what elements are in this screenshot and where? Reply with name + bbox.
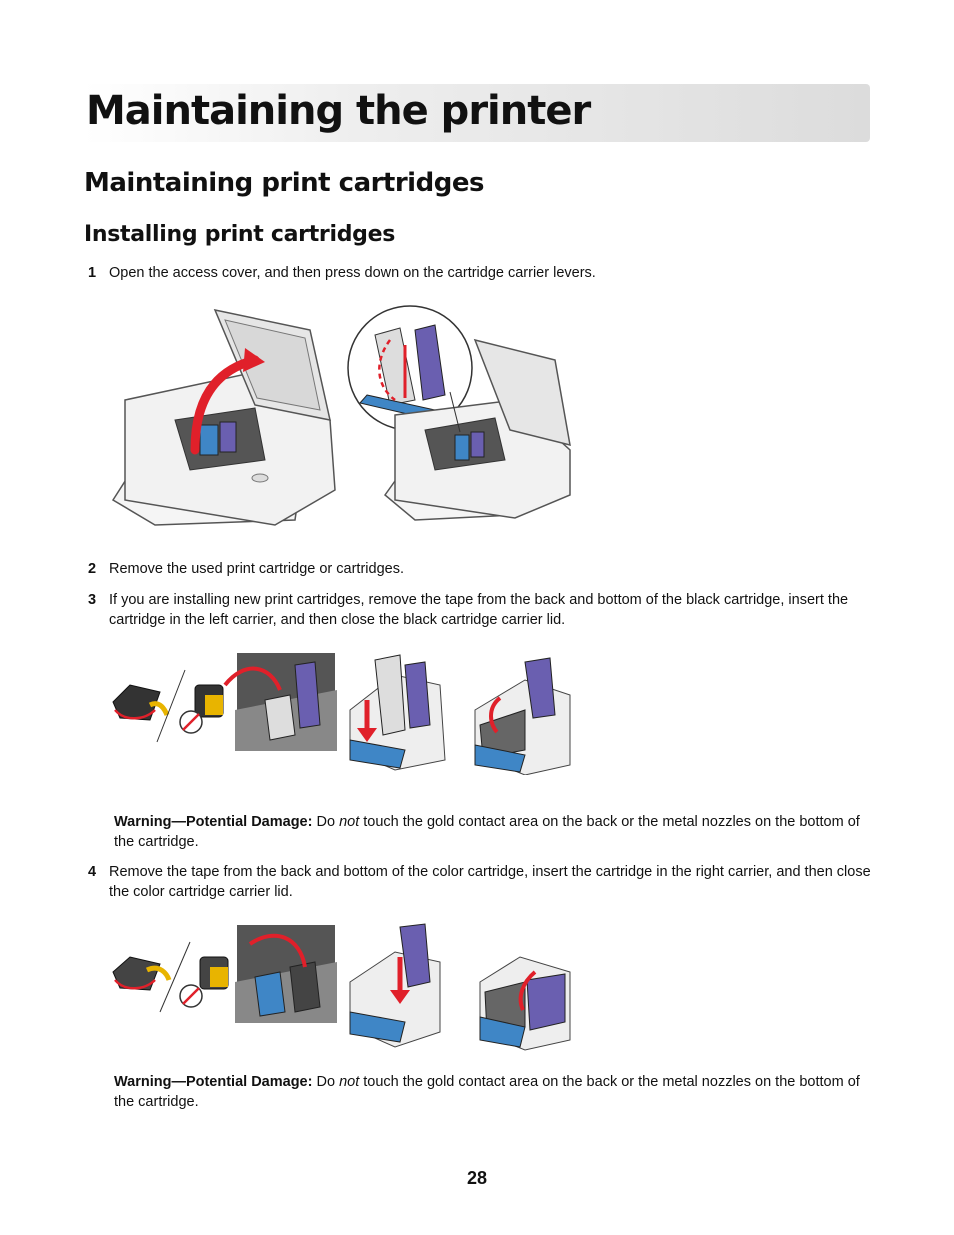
warning-text-post: touch the gold contact area on the back …: [114, 1074, 860, 1110]
warning-note-1: Warning—Potential Damage: Do not touch t…: [114, 812, 864, 852]
arrow-head-icon: [243, 348, 265, 372]
color-cartridge-in-carrier-illustration: [349, 923, 441, 1048]
step-text: Remove the tape from the back and bottom…: [109, 864, 871, 900]
insert-color-cartridge-illustration: [235, 925, 337, 1023]
warning-note-2: Warning—Potential Damage: Do not touch t…: [114, 1072, 864, 1112]
open-arrow-icon: [190, 355, 260, 455]
printer-illustration-right: [383, 338, 571, 521]
warning-text-pre: Do: [312, 1074, 340, 1090]
insert-black-cartridge-illustration: [223, 653, 337, 751]
chapter-title: Maintaining the printer: [86, 88, 591, 134]
step-text: Open the access cover, and then press do…: [109, 265, 596, 281]
step-text: If you are installing new print cartridg…: [109, 592, 849, 628]
printer-illustration-left: [111, 308, 336, 526]
install-color-cartridge-illustration: [112, 923, 571, 1051]
section-title: Maintaining print cartridges: [84, 168, 484, 198]
subsection-title: Installing print cartridges: [84, 222, 396, 247]
warning-text-post: touch the gold contact area on the back …: [114, 814, 860, 850]
step-number: 2: [88, 561, 97, 577]
warning-label: Warning—Potential Damage:: [114, 1074, 313, 1090]
remove-color-tape-illustration: [112, 941, 229, 1013]
warning-emphasis: not: [339, 814, 360, 830]
step-number: 1: [88, 265, 97, 281]
open-access-cover-illustration: [111, 305, 571, 526]
step-number: 3: [88, 592, 97, 608]
black-cartridge-in-carrier-illustration: [349, 654, 446, 771]
step-number: 4: [88, 864, 97, 880]
page-number: 28: [466, 1168, 488, 1188]
close-color-lid-illustration: [479, 956, 571, 1051]
carrier-lever-zoom-illustration: [347, 305, 473, 431]
chapter-title-bar: [84, 84, 870, 142]
step-text: Remove the used print cartridge or cartr…: [109, 561, 404, 577]
install-black-cartridge-illustration: [112, 653, 571, 775]
close-black-lid-illustration: [474, 657, 571, 775]
warning-label: Warning—Potential Damage:: [114, 814, 313, 830]
warning-text-pre: Do: [312, 814, 340, 830]
remove-tape-illustration: [112, 669, 224, 743]
warning-emphasis: not: [339, 1074, 360, 1090]
